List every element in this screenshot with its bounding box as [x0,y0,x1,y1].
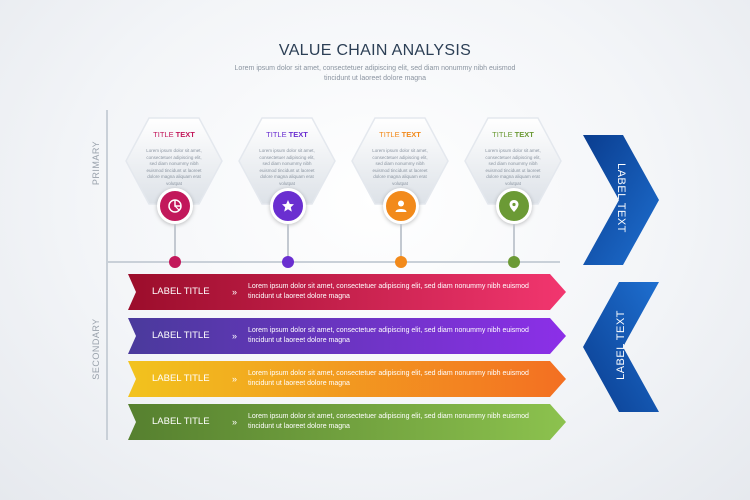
connector-line [287,224,289,258]
hexagon-shape [464,117,562,205]
primary-badge [383,188,419,224]
horizontal-axis-line [106,261,560,263]
secondary-bar-shape [128,361,566,397]
primary-card-body: Lorem ipsum dolor sit amet, consectetuer… [259,148,315,186]
secondary-bar-shape [128,318,566,354]
connector-line [174,224,176,258]
primary-card: TITLE TEXT Lorem ipsum dolor sit amet, co… [463,116,563,206]
secondary-bar-label: LABEL TITLE [152,373,210,384]
primary-card-body: Lorem ipsum dolor sit amet, consectetuer… [485,148,541,186]
secondary-bar-label: LABEL TITLE [152,416,210,427]
star-icon [281,199,295,213]
secondary-bar-shape [128,404,566,440]
secondary-side-chevron: LABEL TEXT [583,282,663,412]
secondary-bar-text: Lorem ipsum dolor sit amet, consectetuer… [248,327,529,344]
primary-card-title: TITLE TEXT [237,130,337,139]
primary-card-title: TITLE TEXT [463,130,563,139]
secondary-bar-text: Lorem ipsum dolor sit amet, consectetuer… [248,413,529,430]
secondary-bar-label: LABEL TITLE [152,286,210,297]
secondary-bar: LABEL TITLE » Lorem ipsum dolor sit amet, … [128,361,568,397]
secondary-bar: LABEL TITLE » Lorem ipsum dolor sit amet, … [128,318,568,354]
primary-card-title-a: TITLE [266,130,287,139]
primary-card-title-b: TEXT [288,130,308,139]
primary-side-chevron: LABEL TEXT [583,135,663,265]
hexagon-shape [351,117,449,205]
hexagon-shape [238,117,336,205]
location-pin-icon [507,199,521,213]
user-icon [394,199,408,213]
secondary-axis-label: SECONDARY [91,318,101,380]
double-chevron-icon: » [232,287,238,297]
primary-card: TITLE TEXT Lorem ipsum dolor sit amet, co… [237,116,337,206]
primary-card-title-b: TEXT [175,130,195,139]
axis-node-dot [282,256,294,268]
secondary-side-label: LABEL TEXT [615,310,627,380]
primary-card: TITLE TEXT Lorem ipsum dolor sit amet, co… [350,116,450,206]
primary-card-title-a: TITLE [153,130,174,139]
primary-badge [157,188,193,224]
double-chevron-icon: » [232,331,238,341]
secondary-bar-label: LABEL TITLE [152,330,210,341]
primary-card-body: Lorem ipsum dolor sit amet, consectetuer… [372,148,428,186]
secondary-bar: LABEL TITLE » Lorem ipsum dolor sit amet, … [128,404,568,440]
secondary-chevron-shape [583,282,659,412]
secondary-bar-text: Lorem ipsum dolor sit amet, consectetuer… [248,370,529,387]
page-subtitle: Lorem ipsum dolor sit amet, consectetuer… [234,65,516,82]
secondary-bar-text: Lorem ipsum dolor sit amet, consectetuer… [248,283,529,300]
primary-badge [496,188,532,224]
pie-chart-icon [168,199,182,213]
connector-line [513,224,515,258]
primary-axis-label: PRIMARY [91,140,101,186]
primary-card-title: TITLE TEXT [350,130,450,139]
primary-card-title: TITLE TEXT [124,130,224,139]
primary-card-title-a: TITLE [379,130,400,139]
primary-card-title-b: TEXT [401,130,421,139]
primary-card-title-b: TEXT [514,130,534,139]
axis-node-dot [169,256,181,268]
double-chevron-icon: » [232,417,238,427]
axis-node-dot [508,256,520,268]
axis-node-dot [395,256,407,268]
primary-badge [270,188,306,224]
secondary-bar-shape [128,274,566,310]
primary-side-label: LABEL TEXT [615,163,627,233]
hexagon-shape [125,117,223,205]
page-title: VALUE CHAIN ANALYSIS [278,42,472,59]
secondary-bar: LABEL TITLE » Lorem ipsum dolor sit amet, … [128,274,568,310]
double-chevron-icon: » [232,374,238,384]
primary-card: TITLE TEXT Lorem ipsum dolor sit amet, co… [124,116,224,206]
connector-line [400,224,402,258]
primary-card-body: Lorem ipsum dolor sit amet, consectetuer… [146,148,202,186]
primary-chevron-shape [583,135,659,265]
vertical-axis-line [106,110,108,440]
primary-card-title-a: TITLE [492,130,513,139]
